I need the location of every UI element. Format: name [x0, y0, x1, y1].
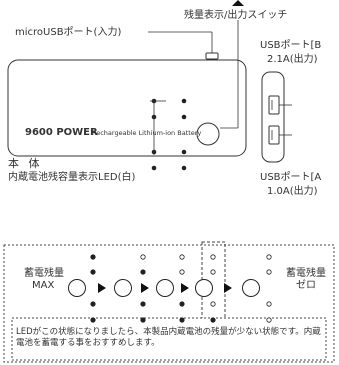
led-state-1-3: [90, 301, 96, 307]
arrow-right-icon-3: [181, 283, 189, 293]
led-label: 内蔵電池残容量表示LED(白): [8, 172, 136, 183]
led-state-1-4: [90, 317, 96, 323]
state-button-3: [156, 279, 174, 297]
usb-port-b: [268, 95, 280, 115]
zero-label-2: ゼロ: [296, 280, 316, 291]
switch-arrow-icon: [232, 0, 244, 6]
led-state-5-4: [266, 317, 272, 323]
device-side: [261, 71, 285, 163]
switch-label: 残量表示/出力スイッチ: [184, 10, 288, 21]
low-battery-note: LEDがこの状態になりましたら、本製品内蔵電池の残量が少ない状態です。内蔵電池を…: [16, 327, 321, 348]
state-button-1: [68, 279, 86, 297]
state-button-5: [242, 279, 260, 297]
usb-a-label-1: USBポート[A: [260, 172, 322, 183]
device-body: [7, 59, 247, 157]
usb-port-a: [268, 125, 280, 145]
led-state-1-1: [90, 254, 96, 260]
max-label-1: 蓄電残量: [24, 268, 64, 279]
arrow-right-icon-2: [141, 283, 149, 293]
led-state-1-2: [90, 269, 96, 275]
note-box: [11, 317, 327, 361]
arrow-right-icon-4: [224, 283, 232, 293]
usb-b-label-2: 2.1A(出力): [267, 54, 318, 65]
microusb-port: [205, 52, 219, 60]
led-state-3-3: [179, 301, 185, 307]
device-led-6: [181, 114, 187, 120]
device-led-5: [181, 98, 187, 104]
body-label: 本 体: [8, 157, 43, 170]
led-state-3-1: [179, 254, 185, 260]
max-label-2: MAX: [32, 280, 55, 291]
device-led-8: [181, 165, 187, 171]
led-state-2-3: [140, 301, 146, 307]
led-state-2-1: [140, 254, 146, 260]
power-button[interactable]: [196, 122, 220, 146]
led-state-4-4: [210, 317, 216, 323]
device-led-7: [181, 149, 187, 155]
arrow-right-icon-1: [98, 283, 106, 293]
brand-subtext: Rechargeable Lithium-ion Battery: [92, 129, 202, 137]
led-state-5-1: [266, 254, 272, 260]
led-state-2-2: [140, 269, 146, 275]
led-state-3-4: [179, 317, 185, 323]
usb-a-label-2: 1.0A(出力): [267, 186, 318, 197]
zero-label-1: 蓄電残量: [286, 268, 326, 279]
microusb-label: microUSBポート(入力): [15, 27, 122, 38]
state-button-4: [195, 279, 213, 297]
led-state-4-3: [210, 301, 216, 307]
led-state-2-4: [140, 317, 146, 323]
led-state-4-2: [210, 269, 216, 275]
usb-b-label-1: USBポート[B: [260, 40, 322, 51]
device-led-4: [151, 165, 157, 171]
brand-text: 9600 POWER: [25, 127, 98, 138]
led-state-5-3: [266, 301, 272, 307]
state-button-2: [114, 279, 132, 297]
led-state-5-2: [266, 269, 272, 275]
led-state-3-2: [179, 269, 185, 275]
led-state-4-1: [210, 254, 216, 260]
led-state-grid: [68, 254, 272, 323]
